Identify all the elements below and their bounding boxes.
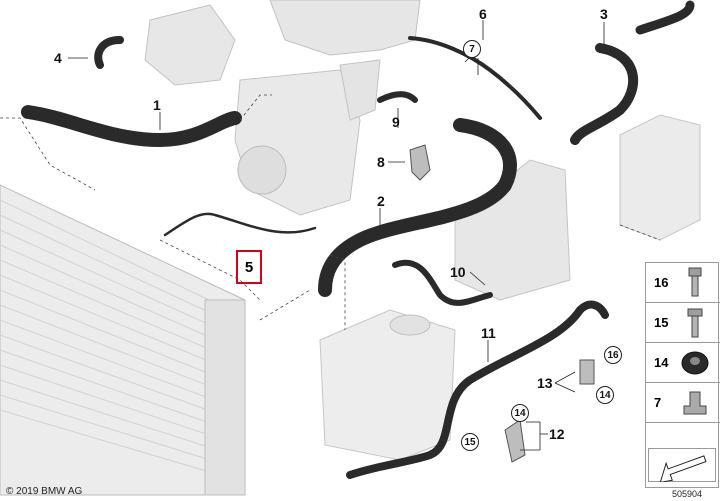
clip-icon	[683, 391, 707, 415]
filter-housing	[454, 159, 571, 301]
hose-9	[377, 91, 418, 103]
circled-ref-7: 7	[463, 40, 481, 58]
clip-13	[579, 359, 595, 385]
grommet-icon	[681, 351, 709, 375]
thermostat-housing	[144, 4, 236, 86]
copyright: © 2019 BMW AG	[6, 486, 83, 497]
hose-6	[408, 36, 542, 120]
radiator	[0, 184, 246, 496]
callout-5-highlighted: 5	[236, 250, 262, 284]
part-row-14: 14	[646, 343, 720, 383]
leader-lines	[68, 20, 605, 451]
callout-10: 10	[450, 264, 466, 280]
guide-lines	[0, 94, 661, 330]
part-number: 16	[654, 275, 669, 290]
callout-6: 6	[479, 6, 487, 22]
part-number: 15	[654, 315, 669, 330]
expansion-tank	[319, 309, 456, 461]
engine-block	[234, 0, 421, 216]
image-id: 505904	[672, 489, 703, 499]
callout-9: 9	[392, 114, 400, 130]
part-number: 14	[654, 355, 669, 370]
part-row-15: 15	[646, 303, 720, 343]
hose-3	[570, 43, 638, 145]
hose-2	[318, 118, 517, 297]
circled-ref-16: 16	[604, 346, 622, 364]
hose-3b	[635, 0, 695, 35]
direction-arrow-icon	[648, 448, 716, 484]
callout-2: 2	[377, 193, 385, 209]
expansion-tank-cap	[389, 314, 431, 336]
heat-exchanger	[619, 114, 701, 241]
callout-1: 1	[153, 97, 161, 113]
callout-11: 11	[481, 325, 496, 341]
hose-11	[346, 300, 609, 479]
bracket-12	[504, 419, 526, 463]
callout-4: 4	[54, 50, 62, 66]
circled-ref-14: 14	[596, 386, 614, 404]
hose-5	[163, 212, 317, 237]
hoses	[21, 0, 695, 479]
bolt-icon	[688, 267, 702, 297]
hose-10	[392, 259, 493, 306]
part-number: 7	[654, 395, 662, 410]
hose-1	[21, 105, 242, 148]
callout-3: 3	[600, 6, 608, 22]
callout-12: 12	[549, 426, 565, 442]
callout-13: 13	[537, 375, 553, 391]
hose-4	[94, 36, 124, 69]
circled-ref-15: 15	[461, 433, 479, 451]
circled-ref-14-bracket: 14	[511, 404, 529, 422]
screw-icon	[687, 308, 703, 338]
part-row-7: 7	[646, 383, 720, 423]
bracket-8	[409, 144, 431, 181]
part-row-16: 16	[646, 263, 720, 303]
callout-8: 8	[377, 154, 385, 170]
